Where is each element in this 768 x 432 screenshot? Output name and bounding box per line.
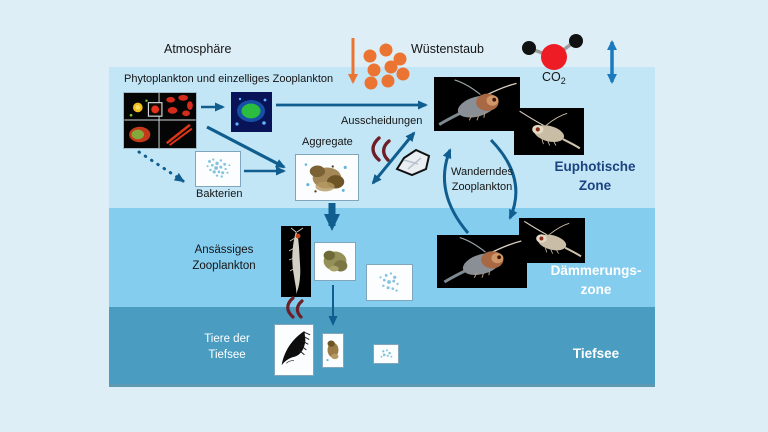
deep-sea-zone-title: Tiefsee [572, 346, 620, 361]
co2-label: CO2 [542, 70, 566, 86]
aggregate-photo [295, 154, 359, 201]
deep-sea-animals-label: Tiere der Tiefsee [204, 333, 250, 361]
bacteria-photo [195, 151, 241, 187]
twilight-copepod-pale-photo [519, 218, 585, 263]
twilight-copepod-photo [437, 235, 527, 288]
excretions-label: Ausscheidungen [341, 115, 423, 127]
phytoplankton-photo [123, 92, 197, 149]
phytoplankton-label: Phytoplankton und einzelliges Zooplankto… [124, 73, 334, 85]
atmosphere-label: Atmosphäre [164, 42, 232, 56]
euphotic-zone-title: Euphotische Zone [554, 159, 636, 193]
aggregates-label: Aggregate [302, 136, 353, 148]
twilight-bacteria-photo [366, 264, 413, 301]
deep-aggregate-photo [322, 333, 344, 368]
unicellular-zooplankton-photo [231, 92, 272, 132]
co2-molecule-icon [522, 34, 583, 70]
resident-zooplankton-photo [281, 226, 311, 297]
desert-dust-label: Wüstenstaub [411, 42, 484, 56]
bacteria-label: Bakterien [196, 188, 243, 200]
euphotic-copepod-photo [434, 77, 520, 131]
twilight-zone-title: Dämmerungs- zone [550, 263, 642, 297]
migrating-zooplankton-label: Wanderndes Zooplankton [451, 166, 513, 193]
resident-zooplankton-label: Ansässiges Zooplankton [192, 244, 256, 272]
euphotic-copepod-pale-photo [514, 108, 584, 155]
twilight-aggregate-photo [314, 242, 356, 281]
deep-bacteria-photo [373, 344, 399, 364]
deep-sea-animal-photo [274, 324, 314, 376]
